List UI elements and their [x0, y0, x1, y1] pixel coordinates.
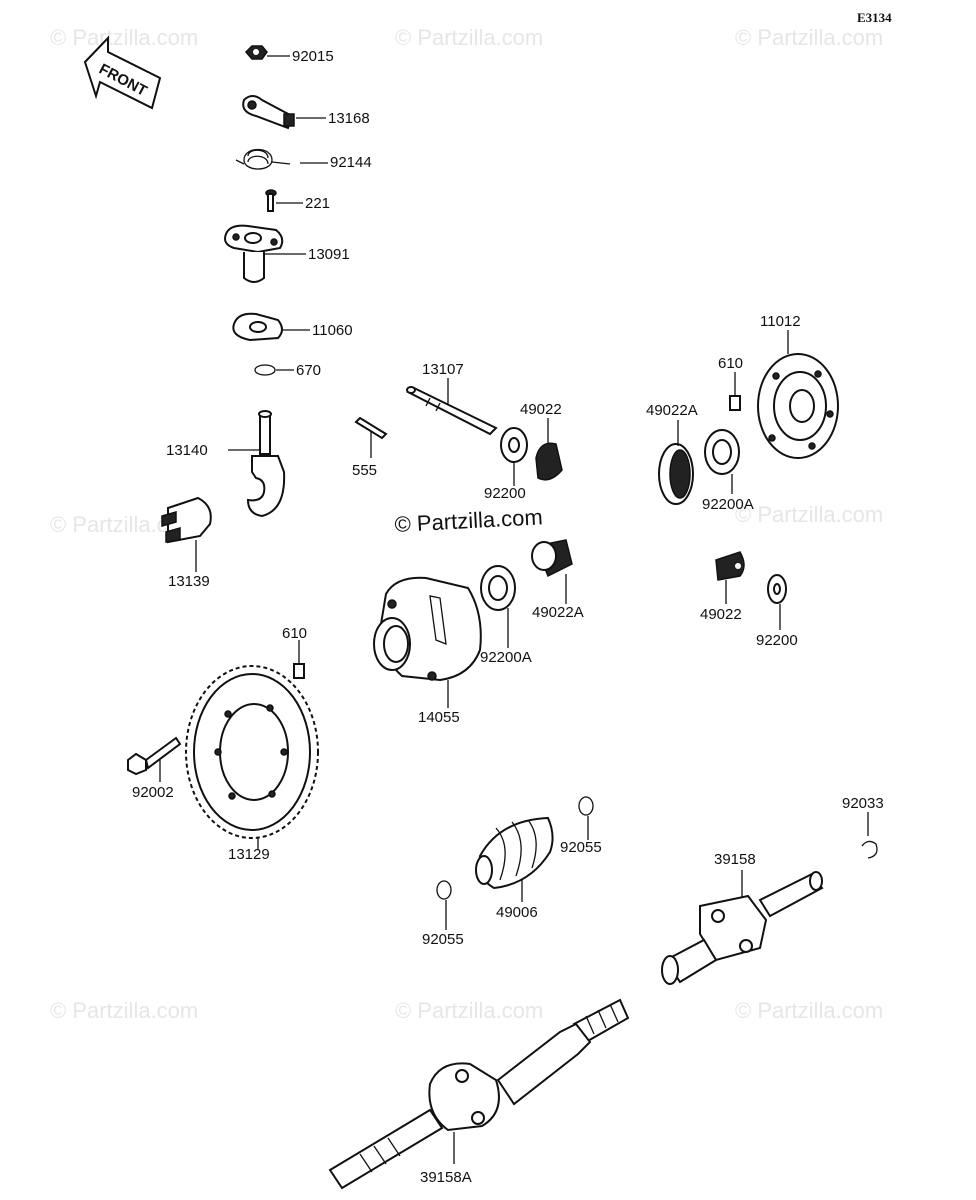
part-49006[interactable]: 49006 — [475, 816, 554, 921]
part-label: 39158 — [714, 851, 756, 868]
part-92015[interactable]: 92015 — [244, 45, 334, 65]
part-39158A[interactable]: 39158A — [328, 998, 630, 1190]
part-label: 39158A — [420, 1169, 472, 1186]
part-11012[interactable]: 11012 — [757, 313, 839, 459]
part-92055-lower[interactable]: 92055 — [422, 880, 464, 948]
part-label: 49006 — [496, 904, 538, 921]
part-13140[interactable]: 13140 — [166, 410, 286, 518]
part-92055-upper[interactable]: 92055 — [560, 796, 602, 856]
part-label: 49022 — [520, 401, 562, 418]
part-11060[interactable]: 11060 — [232, 312, 353, 342]
part-label: 92200 — [756, 632, 798, 649]
part-92144[interactable]: 92144 — [235, 148, 372, 172]
part-label: 92200A — [702, 496, 754, 513]
part-92200A-right[interactable]: 92200A — [702, 429, 754, 513]
part-49022A-right[interactable]: 49022A — [646, 402, 698, 505]
part-13168[interactable]: 13168 — [242, 95, 370, 130]
part-label: 49022A — [532, 604, 584, 621]
part-label: 92055 — [560, 839, 602, 856]
part-14055[interactable]: 14055 — [373, 576, 482, 726]
part-label: 221 — [305, 195, 330, 212]
watermark: © Partzilla.com — [395, 25, 543, 50]
part-label: 11012 — [760, 313, 801, 330]
watermark: © Partzilla.com — [50, 998, 198, 1023]
part-13139[interactable]: 13139 — [161, 496, 212, 590]
part-13091[interactable]: 13091 — [224, 224, 350, 283]
part-label: 555 — [352, 462, 377, 479]
part-555[interactable]: 555 — [352, 416, 388, 479]
watermark: © Partzilla.com — [50, 25, 198, 50]
part-92002[interactable]: 92002 — [127, 736, 182, 801]
part-670[interactable]: 670 — [254, 362, 321, 379]
diagram-code: E3134 — [857, 10, 892, 25]
part-label: 13168 — [328, 110, 370, 127]
watermark: © Partzilla.com — [735, 502, 883, 527]
center-watermark: © Partzilla.com — [394, 504, 543, 537]
watermark: © Partzilla.com — [735, 998, 883, 1023]
part-label: 49022A — [646, 402, 698, 419]
part-label: 14055 — [418, 709, 460, 726]
part-49022-small[interactable]: 49022 — [700, 551, 745, 623]
part-label: 13129 — [228, 846, 270, 863]
part-label: 13107 — [422, 361, 464, 378]
part-92200-right[interactable]: 92200 — [756, 574, 798, 649]
part-39158[interactable]: 39158 — [661, 851, 824, 985]
part-label: 92002 — [132, 784, 174, 801]
part-13129[interactable]: 13129 — [185, 665, 319, 863]
part-49022A-center[interactable]: 49022A — [531, 539, 584, 621]
part-610-right[interactable]: 610 — [718, 355, 743, 411]
part-label: 92033 — [842, 795, 884, 812]
part-92200-top[interactable]: 92200 — [484, 427, 528, 502]
part-610-left[interactable]: 610 — [282, 625, 307, 679]
part-221[interactable]: 221 — [265, 189, 330, 212]
part-label: 92015 — [292, 48, 334, 65]
part-label: 11060 — [312, 322, 353, 339]
watermark: © Partzilla.com — [395, 998, 543, 1023]
part-label: 610 — [718, 355, 743, 372]
part-49022-top[interactable]: 49022 — [520, 401, 563, 481]
part-label: 610 — [282, 625, 307, 642]
part-label: 92144 — [330, 154, 372, 171]
part-label: 13140 — [166, 442, 208, 459]
part-13107[interactable]: 13107 — [406, 361, 498, 436]
part-92033[interactable]: 92033 — [842, 795, 884, 859]
part-label: 92200A — [480, 649, 532, 666]
part-label: 13091 — [308, 246, 350, 263]
part-label: 49022 — [700, 606, 742, 623]
part-label: 13139 — [168, 573, 210, 590]
part-label: 670 — [296, 362, 321, 379]
part-label: 92055 — [422, 931, 464, 948]
watermark: © Partzilla.com — [735, 25, 883, 50]
part-92200A-center[interactable]: 92200A — [480, 565, 532, 666]
part-label: 92200 — [484, 485, 526, 502]
